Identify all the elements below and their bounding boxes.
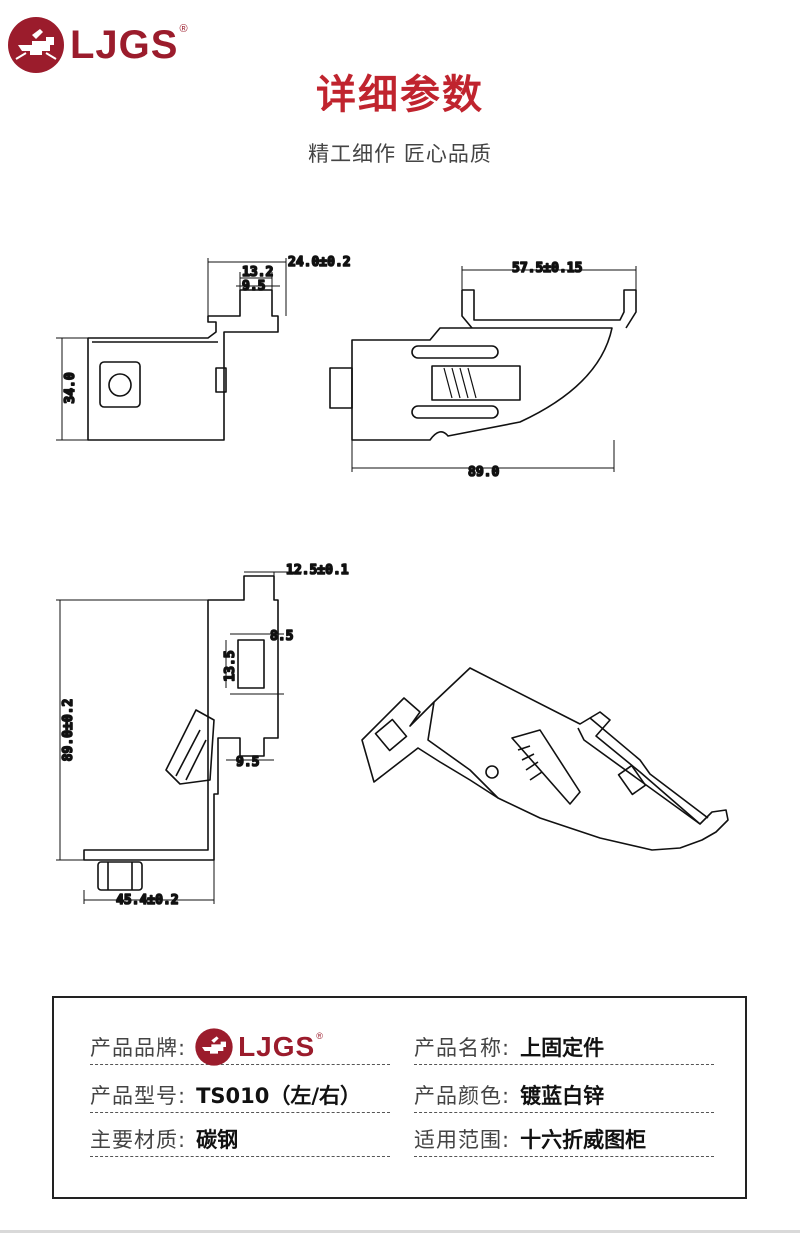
dim-bottom-left-height: 89.0±0.2 [61, 699, 76, 762]
view-isometric [361, 667, 729, 851]
anvil-hammer-icon [195, 1028, 233, 1066]
brand-name: LJGS [70, 22, 179, 67]
spec-row-scope: 适用范围: 十六折威图柜 [414, 1122, 714, 1157]
spec-brand-reg: ® [316, 1031, 323, 1041]
spec-model-value: TS010（左/右） [196, 1084, 362, 1108]
spec-material-label: 主要材质: [90, 1128, 187, 1152]
view-front-top-left [56, 258, 287, 441]
dim-top-left-height: 34.0 [63, 372, 78, 403]
dim-top-left-width: 24.0±0.2 [288, 255, 351, 270]
spec-brand-logo: LJGS ® [194, 1027, 323, 1067]
registered-mark: ® [179, 23, 188, 35]
spec-table: 产品品牌: LJGS ® 产品名称: 上固定件 产品型号: TS010（左/右）… [52, 996, 747, 1199]
dim-top-left-inner: 13.2 [242, 265, 273, 280]
page-subtitle: 精工细作 匠心品质 [308, 142, 492, 166]
spec-model-label: 产品型号: [90, 1084, 187, 1108]
spec-name-value: 上固定件 [520, 1036, 605, 1060]
dim-bottom-left-tab: 12.5±0.1 [286, 563, 349, 578]
dim-bottom-left-tab2: 9.5 [236, 755, 259, 770]
footer-divider [0, 1230, 800, 1233]
spec-scope-value: 十六折威图柜 [520, 1128, 647, 1152]
technical-drawing: 24.0±0.2 13.2 9.5 34.0 57.5±0.15 89.0 [56, 254, 729, 909]
spec-material-value: 碳钢 [196, 1128, 239, 1152]
dim-bottom-left-slot-w: 8.5 [270, 629, 293, 644]
spec-row-model: 产品型号: TS010（左/右） [90, 1078, 390, 1113]
view-side-top-right [329, 266, 637, 472]
page-title: 详细参数 [316, 72, 484, 118]
brand-logo: LJGS ® [6, 14, 188, 76]
spec-name-label: 产品名称: [414, 1036, 511, 1060]
spec-row-brand: 产品品牌: LJGS ® [90, 1027, 390, 1067]
spec-color-label: 产品颜色: [414, 1084, 511, 1108]
dim-top-left-tab: 9.5 [242, 279, 265, 294]
spec-color-value: 镀蓝白锌 [520, 1084, 605, 1108]
view-side-bottom-left [56, 571, 302, 904]
dim-top-right-width: 57.5±0.15 [512, 261, 582, 276]
spec-scope-label: 适用范围: [414, 1128, 511, 1152]
spec-row-color: 产品颜色: 镀蓝白锌 [414, 1078, 714, 1113]
dim-top-right-length: 89.0 [468, 465, 499, 480]
spec-row-name: 产品名称: 上固定件 [414, 1030, 714, 1065]
anvil-hammer-icon [8, 17, 64, 73]
dim-bottom-left-base: 45.4±0.2 [116, 893, 179, 908]
dim-bottom-left-slot-h: 13.5 [223, 650, 238, 681]
spec-brand-name: LJGS [238, 1031, 316, 1062]
spec-brand-label: 产品品牌: [90, 1036, 187, 1060]
spec-row-material: 主要材质: 碳钢 [90, 1122, 390, 1157]
